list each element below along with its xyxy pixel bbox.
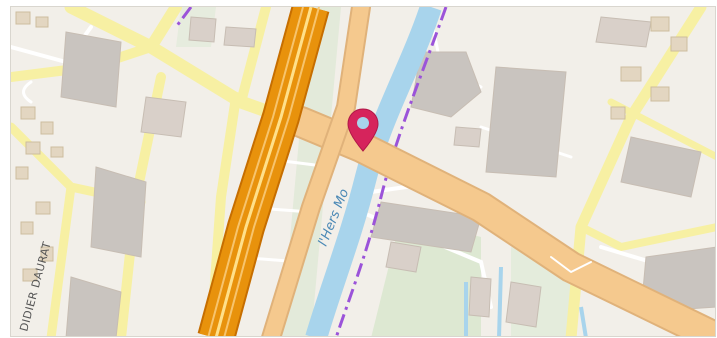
- admin-boundary-north: [174, 7, 193, 28]
- motorway: [197, 7, 330, 336]
- water-features: [464, 266, 588, 336]
- map-canvas[interactable]: l'Hers Mo DIDIER DAURAT: [11, 7, 716, 337]
- residential-houses: [15, 11, 688, 282]
- map-view[interactable]: l'Hers Mo DIDIER DAURAT: [10, 6, 716, 337]
- primary-road: [261, 7, 715, 336]
- map-pin-icon[interactable]: [347, 108, 379, 152]
- admin-boundary: [335, 7, 448, 336]
- river: [305, 7, 442, 336]
